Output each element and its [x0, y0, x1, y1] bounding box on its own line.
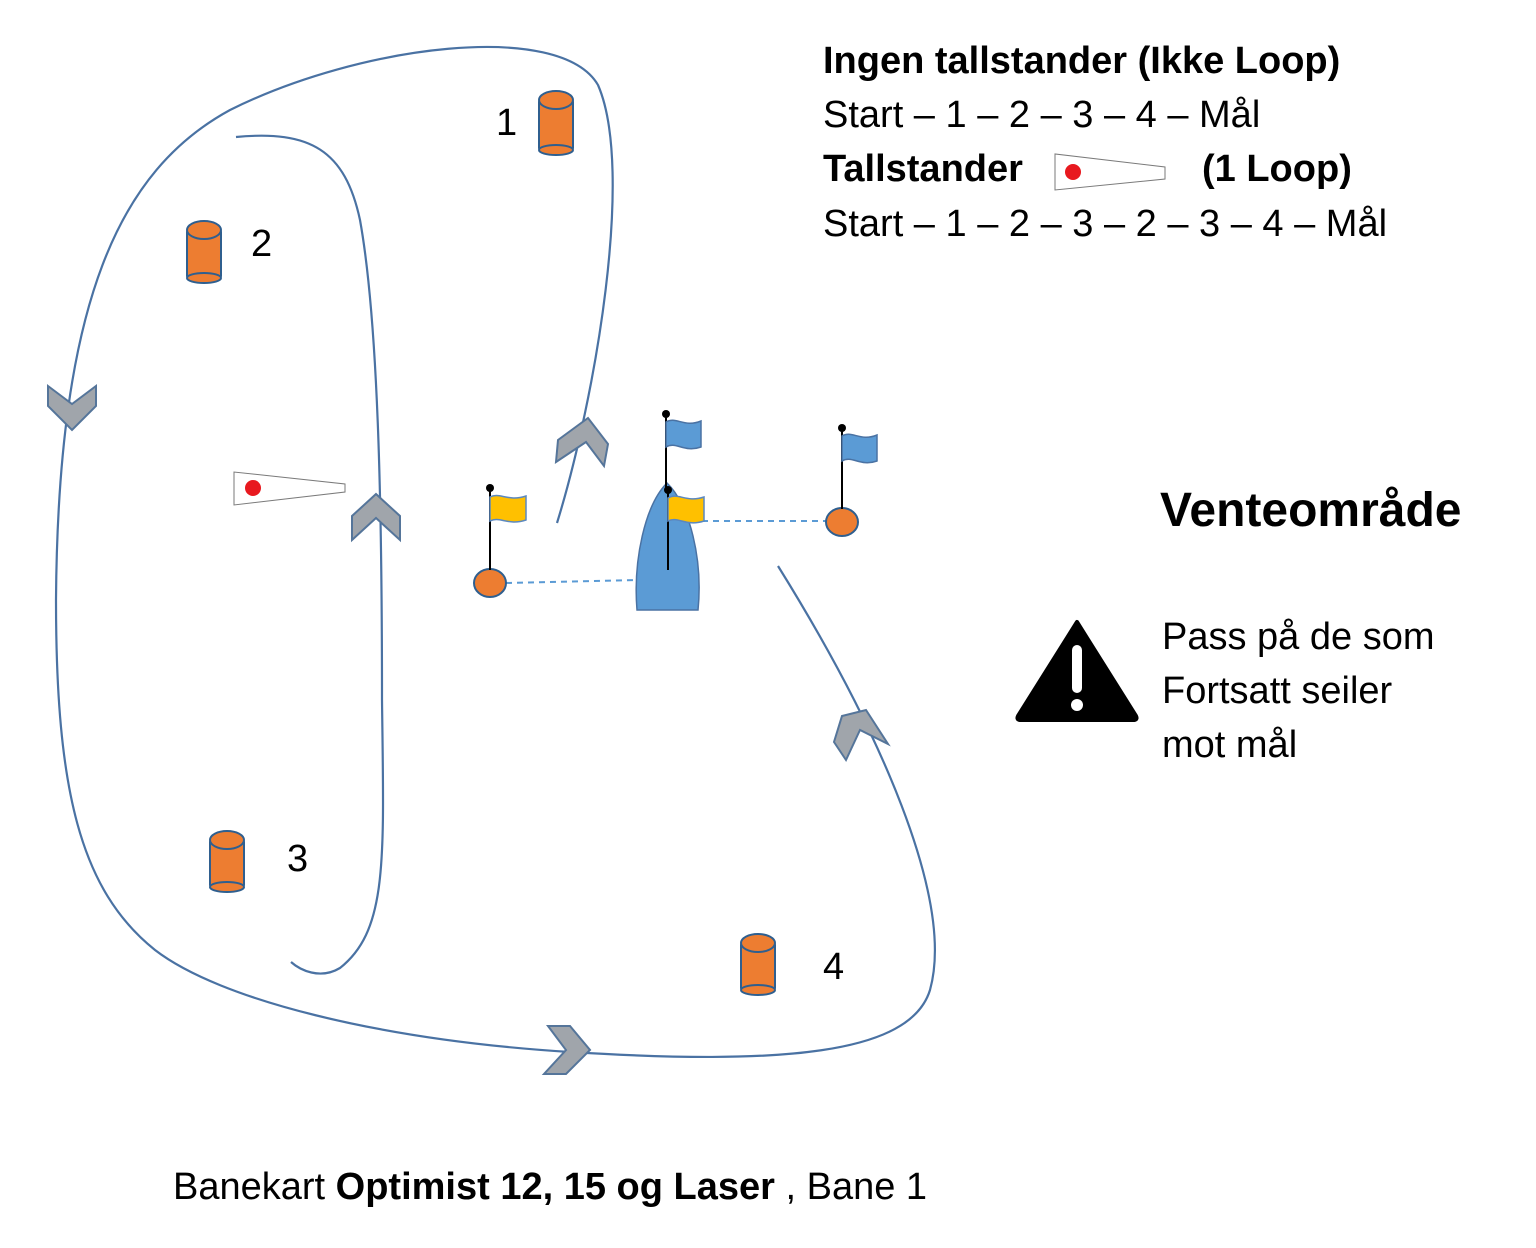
- legend-no-pennant-title: Ingen tallstander (Ikke Loop): [823, 40, 1341, 82]
- cylinder-buoy-icon: [740, 933, 776, 996]
- warning-line: Pass på de som: [1162, 616, 1435, 658]
- start-line: [505, 579, 639, 584]
- legend-no-pennant-route: Start – 1 – 2 – 3 – 4 – Mål: [823, 94, 1261, 136]
- warning-line: Fortsatt seiler: [1162, 670, 1393, 712]
- mark-4-label: 4: [823, 946, 845, 988]
- legend-pennant-route: Start – 1 – 2 – 3 – 2 – 3 – 4 – Mål: [823, 203, 1388, 245]
- waiting-area-warning: Pass på de som Fortsatt seiler mot mål: [1162, 610, 1502, 772]
- number-pennant-icon: [1054, 153, 1166, 191]
- chevron-arrow-icon: [541, 1025, 592, 1075]
- cylinder-buoy-icon: [209, 830, 245, 893]
- cylinder-buoy-icon: [186, 220, 222, 284]
- course-line-outer-loop: [54, 45, 936, 1059]
- blue-flag-icon: [841, 433, 878, 464]
- yellow-flag-icon: [489, 494, 527, 523]
- waiting-area-title: Venteområde: [1160, 484, 1462, 537]
- warning-triangle-icon: [1015, 620, 1139, 722]
- legend-pennant-suffix: (1 Loop): [1202, 148, 1352, 190]
- chevron-arrow-icon: [47, 384, 97, 432]
- yellow-flag-icon: [667, 495, 705, 524]
- cylinder-buoy-icon: [538, 90, 574, 156]
- chevron-arrow-icon: [351, 492, 401, 543]
- course-line-inner-loop: [235, 134, 385, 975]
- mark-3-label: 3: [287, 838, 309, 880]
- chevron-arrow-icon: [832, 708, 891, 763]
- mark-2-label: 2: [251, 223, 273, 265]
- warning-line: mot mål: [1162, 724, 1298, 766]
- caption-suffix: , Bane 1: [774, 1166, 928, 1208]
- blue-flag-icon: [665, 419, 702, 450]
- map-caption: Banekart Optimist 12, 15 og Laser , Bane…: [173, 1168, 927, 1206]
- legend-pennant-title: Tallstander: [823, 148, 1023, 190]
- number-pennant-icon: [233, 471, 346, 506]
- caption-prefix: Banekart: [173, 1166, 336, 1208]
- chevron-arrow-icon: [554, 416, 610, 469]
- caption-class-names: Optimist 12, 15 og Laser: [335, 1166, 775, 1208]
- mark-1-label: 1: [496, 102, 518, 144]
